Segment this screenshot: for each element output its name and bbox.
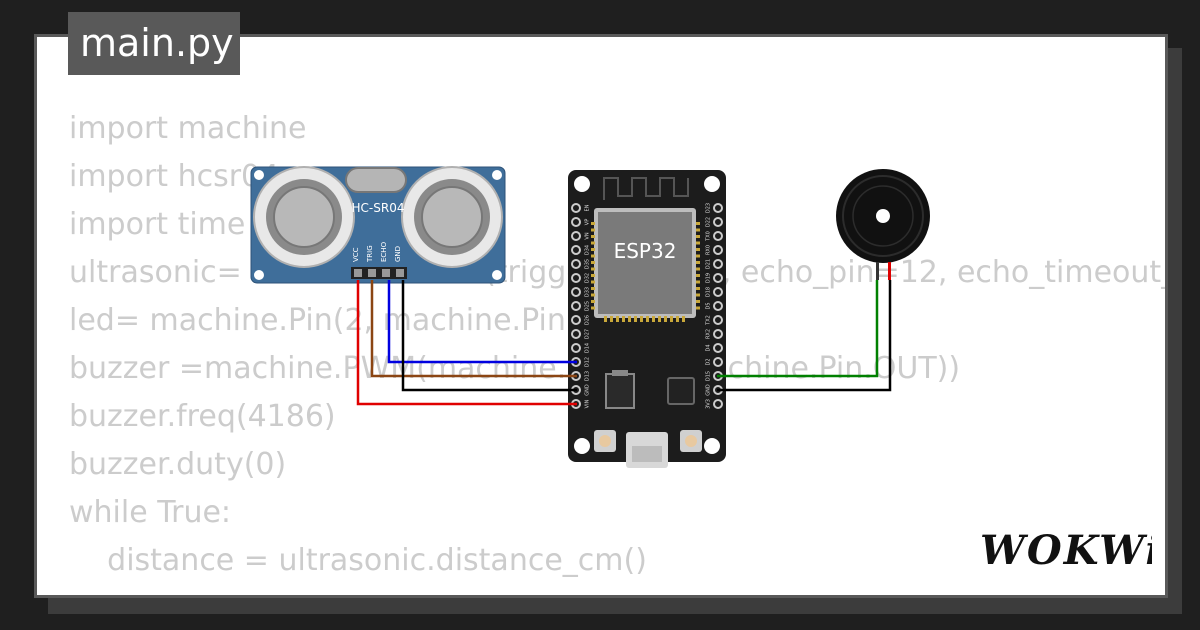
header-pin-label: D18 — [706, 287, 712, 297]
header-pin[interactable] — [713, 301, 723, 311]
header-pin[interactable] — [571, 287, 581, 297]
code-line: buzzer.duty(0) — [69, 447, 287, 482]
wire-trig — [370, 280, 577, 378]
header-pin[interactable] — [713, 287, 723, 297]
header-pin-label: D34 — [585, 245, 591, 255]
wire-signal — [717, 280, 879, 378]
header-pin[interactable] — [571, 329, 581, 339]
header-pin[interactable] — [571, 203, 581, 213]
header-pin-label: RX2 — [706, 329, 712, 339]
board-label: ESP32 — [614, 239, 677, 263]
header-pin-label: D33 — [585, 287, 591, 297]
header-pin-label: GND — [585, 384, 591, 396]
sensor-label: HC-SR04 — [352, 201, 405, 215]
module-pads — [591, 222, 700, 322]
logo-text: WOKWi — [980, 527, 1152, 574]
header-pin-label: D22 — [706, 217, 712, 227]
header-pin-label: D19 — [706, 273, 712, 283]
header-pin-label: D15 — [706, 371, 712, 381]
buzzer-hole-icon — [876, 209, 890, 223]
header-pin[interactable] — [713, 217, 723, 227]
sensor-pin-label: ECHO — [380, 241, 388, 262]
hcsr04-sensor[interactable]: HC-SR04 VCC TRIG ECHO GND — [250, 166, 506, 284]
sensor-pin-labels: VCC TRIG ECHO GND — [352, 241, 402, 263]
wire-buzzer-gnd — [717, 280, 892, 392]
header-pin[interactable] — [571, 231, 581, 241]
header-pin[interactable] — [713, 259, 723, 269]
code-line: buzzer.freq(4186) — [69, 399, 336, 434]
header-pin-label: D27 — [585, 329, 591, 339]
code-line: import time — [69, 207, 246, 242]
header-pin-label: D35 — [585, 259, 591, 269]
sensor-pin-label: GND — [394, 246, 402, 262]
buzzer[interactable] — [836, 169, 930, 280]
header-pin[interactable] — [713, 231, 723, 241]
header-pin[interactable] — [713, 245, 723, 255]
code-line: while True: — [69, 495, 232, 530]
wire-gnd — [401, 280, 577, 392]
header-pin[interactable] — [713, 399, 723, 409]
header-pin-label: RX0 — [706, 245, 712, 255]
wires — [356, 280, 892, 406]
header-pin-label: TX2 — [706, 315, 712, 326]
wire-vcc — [356, 280, 577, 406]
header-pin-label: TX0 — [706, 231, 712, 242]
header-pin[interactable] — [571, 301, 581, 311]
header-pin[interactable] — [571, 245, 581, 255]
header-pin-label: D32 — [585, 273, 591, 283]
wokwi-logo: WOKWi — [976, 520, 1161, 580]
header-pin-label: D4 — [706, 344, 712, 351]
wire-echo — [387, 280, 577, 364]
file-tab-label: main.py — [80, 21, 234, 65]
header-pin-label: VIN — [585, 399, 591, 408]
header-pin[interactable] — [571, 343, 581, 353]
code-line: import machine — [69, 111, 307, 146]
code-line: print('Distance:', distance, 'cm', '|', … — [69, 585, 1165, 595]
header-pin[interactable] — [571, 259, 581, 269]
header-pin-label: 3V3 — [706, 399, 712, 409]
header-pin[interactable] — [713, 357, 723, 367]
header-pin[interactable] — [713, 315, 723, 325]
code-line: distance = ultrasonic.distance_cm() — [69, 543, 647, 578]
header-pin[interactable] — [571, 273, 581, 283]
header-pin-label: D5 — [706, 302, 712, 309]
header-pin[interactable] — [713, 273, 723, 283]
header-pin[interactable] — [713, 343, 723, 353]
header-pin-label: D26 — [585, 315, 591, 325]
header-pin[interactable] — [571, 217, 581, 227]
sensor-pin-label: TRIG — [366, 245, 374, 263]
header-pin-label: D14 — [585, 343, 591, 353]
header-pin-label: GND — [706, 384, 712, 396]
header-pin[interactable] — [713, 329, 723, 339]
header-pin[interactable] — [571, 315, 581, 325]
header-pin-label: EN — [585, 204, 591, 211]
esp32-board[interactable]: ESP32 ENVPVND34D35D32D33D25D26D27D14D12D… — [568, 170, 726, 468]
file-tab[interactable]: main.py — [68, 12, 240, 75]
header-pin-label: D12 — [585, 357, 591, 367]
header-pin-label: D23 — [706, 203, 712, 213]
header-pin-label: D13 — [585, 371, 591, 381]
sensor-pin-label: VCC — [352, 247, 360, 262]
header-pin[interactable] — [713, 203, 723, 213]
header-pin-label: VP — [585, 219, 591, 225]
header-pin-label: VN — [585, 232, 591, 239]
header-pin-label: D2 — [706, 358, 712, 365]
header-pin-label: D21 — [706, 259, 712, 269]
header-pin-label: D25 — [585, 301, 591, 311]
